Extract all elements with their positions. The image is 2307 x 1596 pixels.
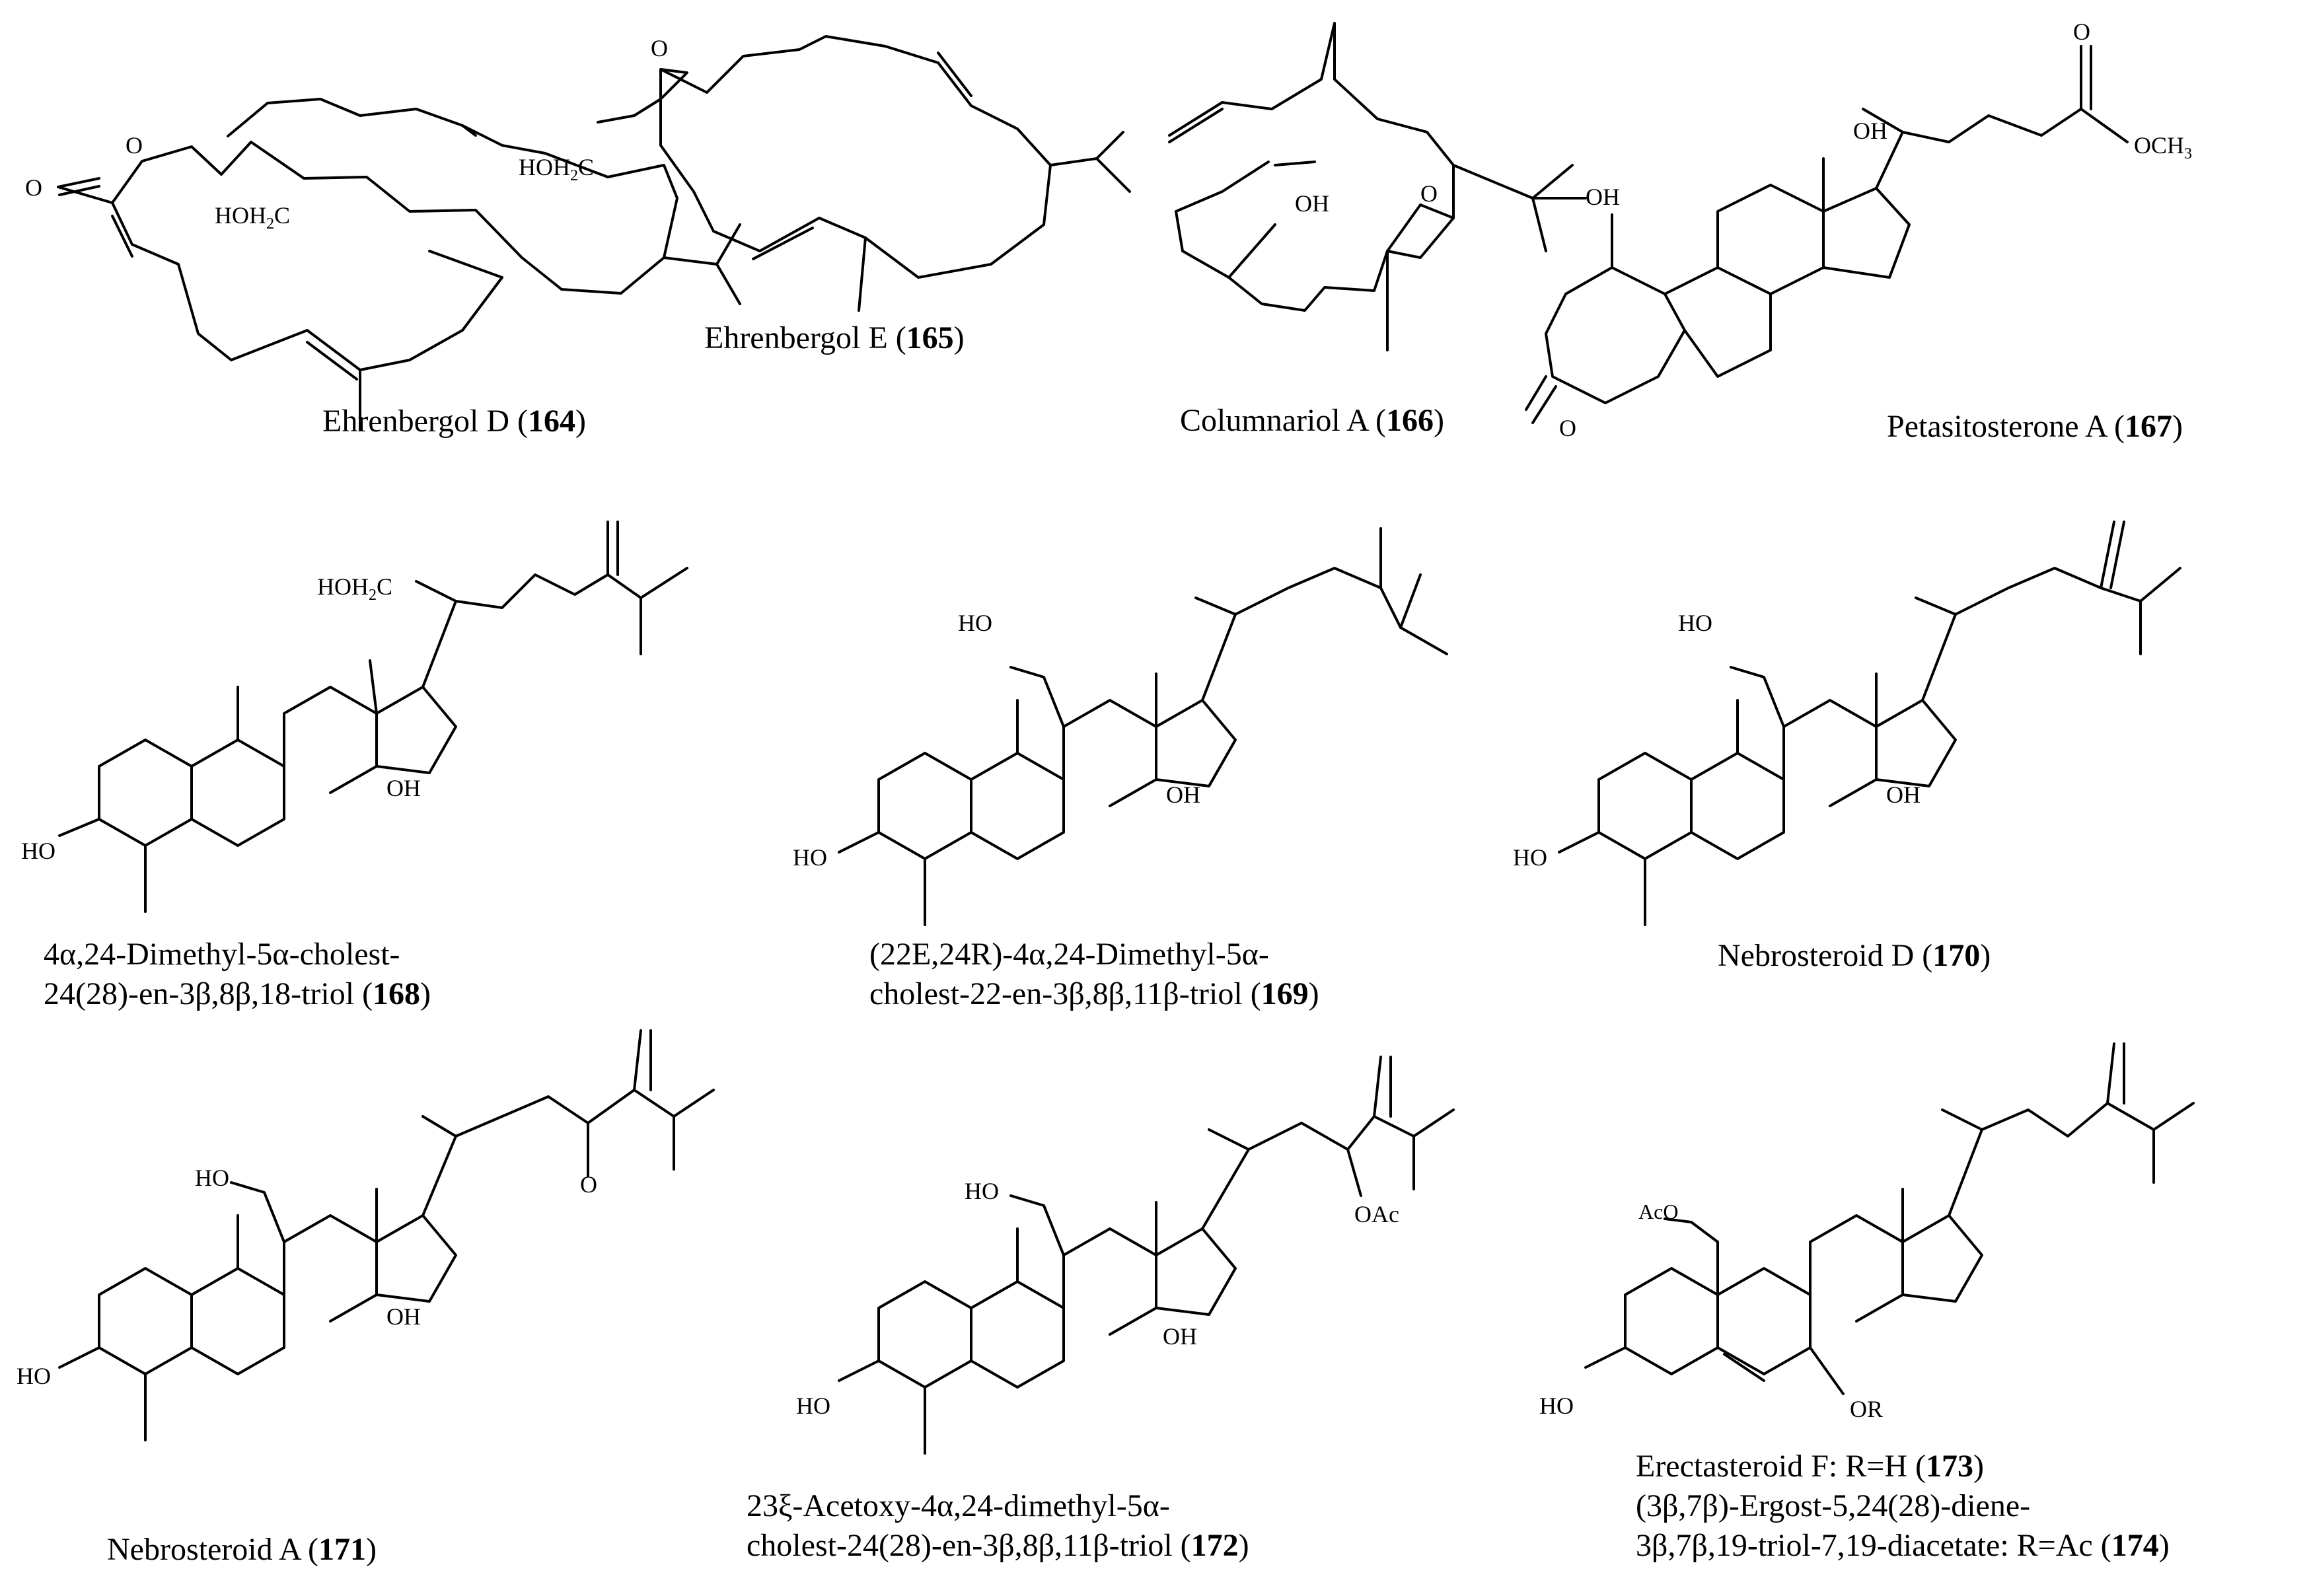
hydroxyl-label: HO (21, 838, 55, 864)
caption-167: Petasitosterone A (167) (1887, 409, 2183, 444)
hydroxyl-label: HO (958, 610, 992, 636)
hydroxyl-label: OH (1886, 781, 1921, 808)
oxygen-label: O (1559, 415, 1576, 441)
structure-166 (1168, 22, 1587, 351)
oxygen-label: O (25, 174, 42, 201)
structure-170 (1558, 521, 2181, 926)
hydroxyl-label: OH (1853, 118, 1887, 144)
hydroxyl-label: HO (965, 1178, 999, 1204)
structure-169 (838, 527, 1448, 926)
oxygen-label: O (1420, 180, 1438, 207)
hydroxyl-label: HO (1678, 610, 1712, 636)
structure-168 (58, 521, 688, 913)
structure-165 (597, 35, 1131, 312)
hydroxyl-label: OH (1166, 781, 1200, 808)
caption-164: Ehrenbergol D (164) (322, 404, 586, 439)
methoxy-label: OCH3 (2134, 132, 2192, 163)
caption-168: 4α,24-Dimethyl-5α-cholest-24(28)-en-3β,8… (44, 937, 431, 1011)
structure-167 (1525, 45, 2129, 424)
acetoxy-label: OAc (1354, 1201, 1399, 1227)
hydroxyl-label: HO (1539, 1393, 1574, 1419)
hydroxyl-label: HO (17, 1363, 51, 1389)
oxygen-label: O (126, 132, 143, 159)
hydroxyl-label: OH (1163, 1323, 1197, 1350)
acetoxy-label: AcO (1638, 1200, 1678, 1223)
hydroxyl-label: OH (1295, 190, 1329, 217)
caption-169: (22E,24R)-4α,24-Dimethyl-5α-cholest-22-e… (869, 937, 1319, 1011)
caption-170: Nebrosteroid D (170) (1718, 938, 1991, 973)
structure-164 (57, 98, 741, 431)
hydroxymethyl-label: HOH2C (215, 202, 290, 233)
hydroxymethyl-label: HOH2C (519, 154, 594, 184)
hydroxyl-label: HO (793, 844, 827, 871)
or-label: OR (1850, 1396, 1883, 1422)
oxygen-label: O (580, 1171, 597, 1198)
hydroxyl-label: HO (195, 1165, 229, 1191)
hydroxyl-label: HO (1513, 844, 1547, 871)
structure-171 (58, 1029, 715, 1441)
oxygen-label: O (2073, 18, 2090, 45)
caption-171: Nebrosteroid A (171) (107, 1532, 377, 1567)
hydroxyl-label: OH (1586, 184, 1620, 210)
caption-173-174: Erectasteroid F: R=H (173)(3β,7β)-Ergost… (1636, 1449, 2170, 1563)
caption-172: 23ξ-Acetoxy-4α,24-dimethyl-5α-cholest-24… (747, 1488, 1249, 1563)
caption-165: Ehrenbergol E (165) (704, 320, 965, 355)
hydroxyl-label: OH (386, 775, 421, 801)
hydroxyl-label: OH (386, 1303, 421, 1330)
caption-166: Columnariol A (166) (1180, 403, 1444, 438)
structure-173-174 (1584, 1042, 2195, 1395)
structure-172 (838, 1056, 1455, 1455)
oxygen-label: O (651, 35, 668, 61)
atom-labels: O O HOH2C O HOH2C OH O OH OH O OCH3 O HO… (17, 18, 2192, 1422)
hydroxymethyl-label: HOH2C (317, 573, 392, 604)
hydroxyl-label: HO (796, 1393, 830, 1419)
